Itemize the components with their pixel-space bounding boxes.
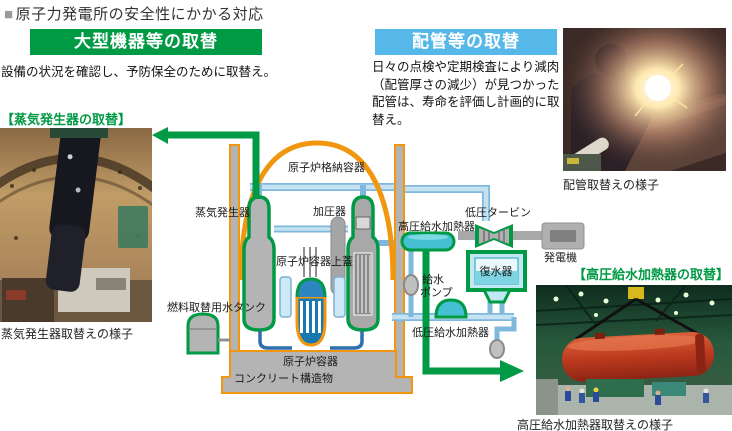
- lp-turbine: [458, 224, 543, 248]
- hp-heater-photo-header: 【高圧給水加熱器の取替】: [572, 267, 729, 282]
- label-condenser: 復水器: [480, 265, 513, 278]
- replacement-arrow-steam-generator: [152, 127, 260, 199]
- hp-heater-photo-caption: 高圧給水加熱器取替えの様子: [517, 418, 674, 431]
- piping-description: 日々の点検や定期検査により減肉（配管厚さの減少）が見つかった配管は、寿命を評価し…: [372, 60, 560, 127]
- steam-generator-photo-caption: 蒸気発生器取替えの様子: [1, 327, 134, 341]
- refueling-water-tank: [186, 312, 230, 355]
- reactor-coolant-pumps: [258, 276, 364, 350]
- reactor-vessel: [295, 277, 327, 347]
- large-equipment-description: 設備の状況を確認し、予防保全のために取替え。: [1, 65, 277, 79]
- label-reactor-vessel: 原子炉容器: [283, 354, 338, 368]
- pipe-welding-photo-caption: 配管取替えの様子: [563, 178, 660, 192]
- label-hp-feedwater-heater: 高圧給水加熱器: [398, 219, 475, 233]
- label-pump-2: ポンプ: [420, 286, 453, 299]
- workers: [565, 386, 709, 405]
- label-generator: 発電機: [544, 250, 577, 264]
- steam-generator-photo-header: 【蒸気発生器の取替】: [1, 112, 132, 127]
- label-pump-1: 給水: [422, 272, 444, 286]
- title-square-marker: ■: [4, 6, 14, 23]
- label-lp-turbine: 低圧タービン: [465, 206, 531, 219]
- steam-generator-body: [45, 128, 102, 292]
- lp-feedwater-heater: [434, 298, 468, 319]
- label-lp-feedwater-heater: 低圧給水加熱器: [412, 325, 489, 339]
- page-title-text: 原子力発電所の安全性にかかる対応: [15, 6, 264, 23]
- generator: [541, 222, 585, 250]
- plant-schematic-diagram: 原子炉格納容器 蒸気発生器 加圧器 原子炉容器上蓋 高圧給水加熱器 低圧タービン…: [152, 127, 585, 394]
- label-steam-generator: 蒸気発生器: [195, 205, 250, 219]
- concrete-structure: [221, 350, 413, 394]
- label-containment: 原子炉格納容器: [288, 160, 365, 174]
- containment-wall-right: [394, 144, 405, 378]
- condensate-pump: [489, 339, 505, 359]
- containment-wall-left: [229, 144, 240, 378]
- label-reactor-vessel-head: 原子炉容器上蓋: [276, 254, 353, 268]
- hp-feedwater-heater: [400, 231, 456, 252]
- label-refueling-water-tank: 燃料取替用水タンク: [167, 300, 266, 314]
- banner-piping: 配管等の取替: [375, 29, 557, 55]
- page-title: ■原子力発電所の安全性にかかる対応: [4, 3, 264, 24]
- crane-hook: [628, 287, 644, 299]
- heater-vessel: [562, 328, 714, 382]
- pipe-welding-photo: [563, 28, 726, 171]
- label-pressurizer: 加圧器: [313, 205, 346, 218]
- steam-generator-right: [346, 195, 380, 332]
- control-rod-drives: [303, 247, 317, 277]
- banner-large-equipment: 大型機器等の取替: [30, 29, 262, 55]
- label-concrete-structure: コンクリート構造物: [234, 371, 333, 385]
- feedwater-pump: [403, 274, 419, 296]
- steam-generator-photo: [0, 128, 152, 322]
- condenser: [466, 250, 527, 304]
- feedwater-heater-photo: [536, 285, 732, 415]
- replacement-arrow-hp-heater: [422, 250, 524, 382]
